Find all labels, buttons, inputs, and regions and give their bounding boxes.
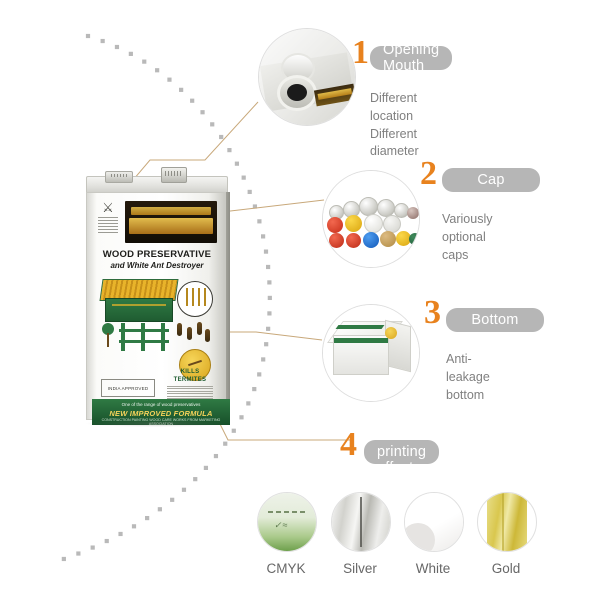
callout-4-title: Four printing effects — [377, 428, 427, 476]
caps-assortment-photo — [322, 170, 420, 268]
callout-1-title: Opening Mouth — [383, 42, 440, 74]
product-title-line2: and White Ant Destroyer — [110, 261, 204, 270]
callout-2-desc-line1: Variously — [442, 212, 493, 226]
kills-line1: KILLS — [180, 369, 200, 375]
white-swatch-icon — [404, 492, 464, 552]
brand-name-band — [125, 201, 217, 243]
crest-glyph: ⚔ — [102, 200, 114, 215]
connector-to-callout-4 — [213, 411, 352, 441]
cmyk-swatch-icon: ✓ ≈ — [257, 492, 317, 552]
gold-label: Gold — [491, 561, 521, 576]
callout-3-description: Anti-leakage bottom — [446, 351, 490, 404]
white-label: White — [415, 561, 451, 576]
kills-termites-block: KILLS TERMITES — [161, 369, 219, 401]
brand-band-wordmark — [129, 218, 213, 234]
product-title-line1: WOOD PRESERVATIVE — [102, 249, 212, 260]
callout-1-title-badge: Opening Mouth — [370, 42, 453, 74]
callout-2-title: Cap — [477, 172, 505, 188]
barn-wall-icon — [105, 298, 173, 322]
label-illustration — [95, 275, 219, 381]
approval-stamp: INDIA APPROVED — [101, 379, 155, 397]
tin-label-face: ⚔ WOOD PRESERVATIVE and White Ant Destro… — [86, 192, 230, 426]
callout-2-description: Variously optional caps — [442, 211, 492, 264]
quality-seal-icon — [179, 349, 211, 381]
callout-3-title-badge: Bottom — [446, 308, 544, 332]
termite-insects-icon — [175, 321, 215, 351]
tin-cap-small-icon — [105, 171, 133, 183]
tin-drop-shadow — [86, 420, 226, 427]
tin-cap-large-icon — [161, 167, 187, 183]
band-top-text: One of the range of wood preservatives — [121, 402, 201, 407]
silver-label: Silver — [343, 561, 377, 576]
gold-swatch-icon — [477, 492, 537, 552]
royal-crest-icon: ⚔ — [95, 201, 121, 247]
product-tin-image: ⚔ WOOD PRESERVATIVE and White Ant Destro… — [82, 167, 230, 426]
fence-icon — [119, 323, 171, 351]
kills-detail-lines — [161, 385, 219, 399]
tin-top-panel — [86, 167, 228, 193]
tin-opening-photo — [258, 28, 356, 126]
approval-text: INDIA APPROVED — [107, 385, 149, 391]
printing-effect-white: White — [404, 492, 464, 576]
printing-effect-cmyk: ✓ ≈ CMYK — [257, 492, 317, 576]
callout-2-number: 2 — [420, 155, 437, 192]
callout-1-number: 1 — [352, 34, 369, 71]
callout-3-desc-line2: bottom — [446, 387, 485, 402]
callout-3-desc-line1: Anti-leakage — [446, 352, 490, 384]
callout-2-desc-line2: optional caps — [442, 229, 486, 262]
crest-text-lines — [95, 217, 121, 233]
callout-3-number: 3 — [424, 294, 441, 331]
cmyk-label: CMYK — [266, 561, 306, 576]
band-main-text: NEW IMPROVED FORMULA — [109, 409, 213, 418]
callout-1-desc-line2: Different diameter — [370, 126, 419, 159]
callout-4-title-badge: Four printing effects — [364, 428, 440, 476]
brand-band-top-rule — [131, 207, 211, 215]
tree-icon — [99, 323, 117, 349]
termite-damage-icon — [177, 281, 213, 317]
band-sub-text: CONSTRUCTION PAINTING WOOD CARE WORKS FR… — [98, 418, 224, 426]
green-footer-band: One of the range of wood preservatives N… — [92, 399, 230, 426]
callout-1-desc-line1: Different location — [370, 91, 418, 123]
callout-3-title: Bottom — [471, 312, 519, 328]
printing-effect-silver: Silver — [331, 492, 391, 576]
kills-line2: TERMITES — [173, 376, 207, 383]
callout-1-description: Different location Different diameter — [370, 90, 419, 161]
printing-effect-gold: Gold — [477, 492, 537, 576]
tin-bottom-photo — [322, 304, 420, 402]
callout-4-number: 4 — [340, 426, 357, 463]
callout-2-title-badge: Cap — [442, 168, 540, 192]
silver-swatch-icon — [331, 492, 391, 552]
